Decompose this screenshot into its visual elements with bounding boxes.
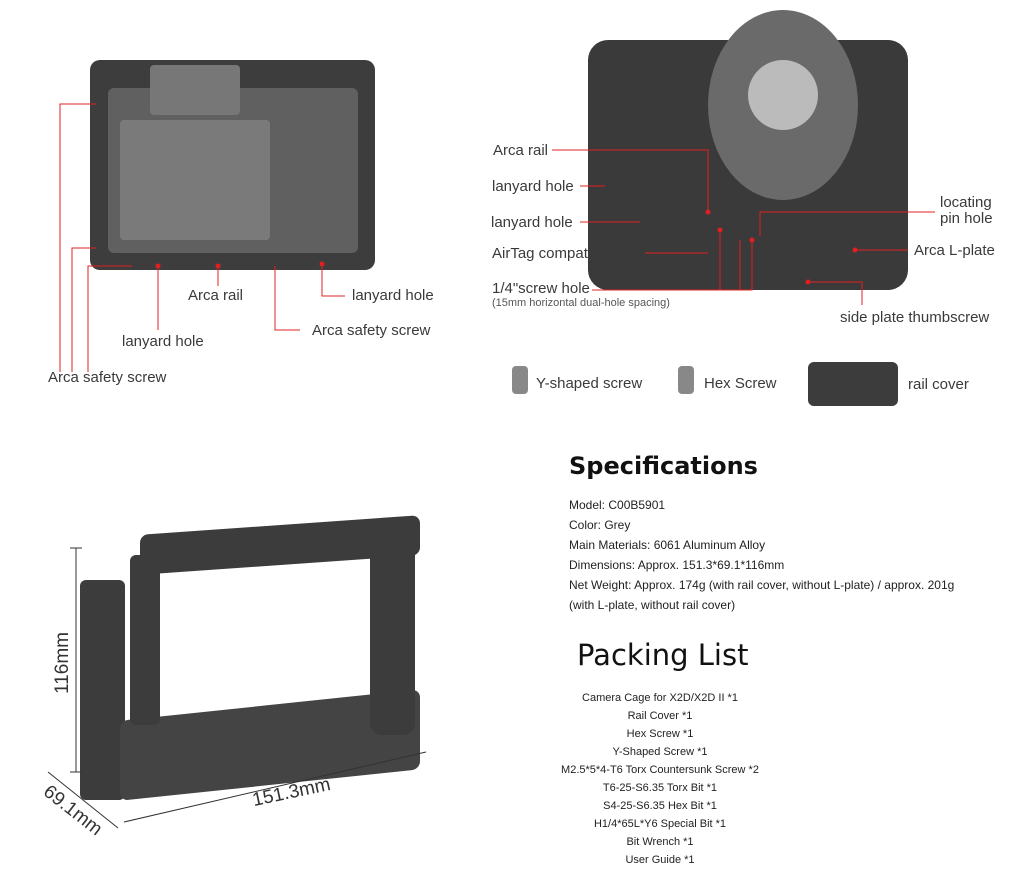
label-hex-screw: Hex Screw xyxy=(704,375,777,392)
packing-item: M2.5*5*4-T6 Torx Countersunk Screw *2 xyxy=(561,764,759,776)
packing-item: Y-Shaped Screw *1 xyxy=(612,746,708,758)
rail-cover-image xyxy=(808,362,898,406)
label-arca-safety-screw: Arca safety screw xyxy=(312,322,431,339)
label-screw-hole-note: (15mm horizontal dual-hole spacing) xyxy=(492,297,670,309)
dimension-height: 116mm xyxy=(51,632,73,694)
label-lanyard-hole: lanyard hole xyxy=(492,178,574,195)
cage-3d-image xyxy=(80,515,430,805)
spec-line: Dimensions: Approx. 151.3*69.1*116mm xyxy=(569,558,785,572)
packing-item: Rail Cover *1 xyxy=(627,710,693,722)
label-arca-rail: Arca rail xyxy=(493,142,549,159)
hex-screw-image xyxy=(678,366,694,394)
packing-item: User Guide *1 xyxy=(625,854,695,866)
label-arca-safety-screw: Arca safety screw xyxy=(48,369,167,386)
label-side-thumbscrew: side plate thumbscrew xyxy=(840,309,990,326)
packing-list-title: Packing List xyxy=(577,638,749,672)
label-arca-l-plate: Arca L-plate xyxy=(914,242,995,259)
packing-item: H1/4*65L*Y6 Special Bit *1 xyxy=(593,818,727,830)
back-view-camera-image xyxy=(90,60,375,270)
label-locating-pin-line2: pin hole xyxy=(940,210,993,227)
label-lanyard-hole: lanyard hole xyxy=(491,214,573,231)
label-lanyard-hole: lanyard hole xyxy=(352,287,434,304)
packing-item: Bit Wrench *1 xyxy=(626,836,694,848)
spec-line: Net Weight: Approx. 174g (with rail cove… xyxy=(569,578,955,592)
packing-item: Hex Screw *1 xyxy=(626,728,694,740)
label-airtag-slot: AirTag compatible slot xyxy=(492,245,639,262)
packing-item: S4-25-S6.35 Hex Bit *1 xyxy=(603,800,717,812)
label-arca-rail: Arca rail xyxy=(188,287,244,304)
label-screw-hole: 1/4"screw hole xyxy=(492,280,590,297)
label-rail-cover: rail cover xyxy=(908,376,969,393)
spec-line: Main Materials: 6061 Aluminum Alloy xyxy=(569,538,766,552)
packing-item: Camera Cage for X2D/X2D II *1 xyxy=(582,692,738,704)
label-locating-pin-line1: locating xyxy=(940,194,992,211)
spec-line: (with L-plate, without rail cover) xyxy=(569,598,736,612)
label-lanyard-hole: lanyard hole xyxy=(122,333,204,350)
spec-line: Model: C00B5901 xyxy=(569,498,666,512)
specifications-title: Specifications xyxy=(569,452,758,480)
y-screw-image xyxy=(512,366,528,394)
spec-line: Color: Grey xyxy=(569,518,631,532)
label-y-screw: Y-shaped screw xyxy=(536,375,643,392)
packing-item: T6-25-S6.35 Torx Bit *1 xyxy=(602,782,718,794)
